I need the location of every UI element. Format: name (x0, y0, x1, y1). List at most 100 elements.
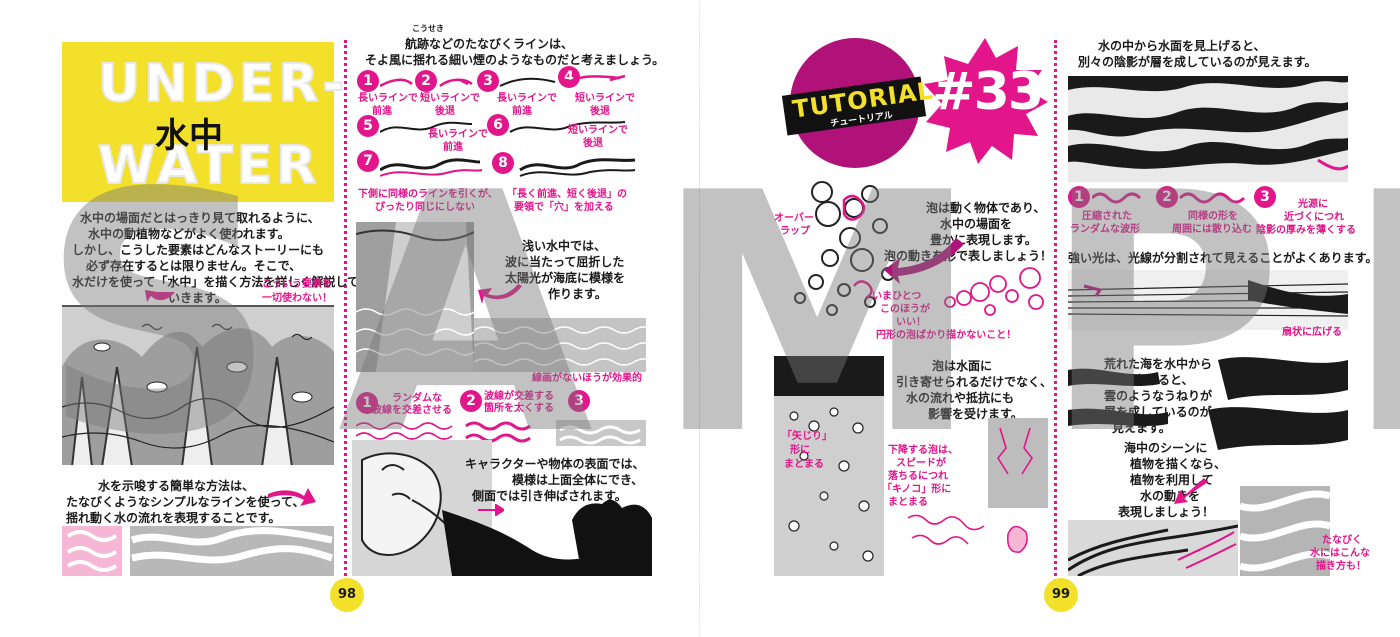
fan-note: 扇状に広げる (1282, 327, 1342, 338)
surface-line-1: 泡は水面に (932, 359, 993, 373)
bottom-line-1: 水を示唆する簡単な方法は、 (98, 479, 255, 493)
step-2-badge: 2 (415, 70, 437, 92)
look-step-swatches (1092, 192, 1246, 204)
bottom-line-2: たなびくようなシンプルなラインを使って、 (66, 495, 305, 509)
rough-sea-panel (1068, 350, 1348, 470)
pattern-1-line-1: ランダムな (392, 393, 442, 404)
shallow-line-1: 浅い水中では、 (522, 239, 607, 253)
look-step-3-line-3: 陰影の厚みを薄くする (1256, 225, 1356, 236)
title-en-line-1: UNDER- (97, 53, 349, 115)
bottom-line-3: 揺れ動く水の流れを表現することです。 (66, 511, 281, 525)
plants-line-3: 植物を利用して (1130, 473, 1214, 487)
body-line-5: 水だけを使って「水中」を描く方法を詳しく解説して (72, 275, 360, 289)
pattern-swatches (356, 420, 646, 448)
plants-line-1: 海中のシーンに (1124, 441, 1208, 455)
look-step-1-line-1: 圧縮された (1082, 211, 1132, 222)
shallow-line-3: 太陽光が海底に模様を (505, 271, 626, 285)
yajirushi-1: 「矢じり」 (782, 431, 832, 442)
look-step-1-line-2: ランダムな波形 (1070, 224, 1140, 235)
step-6-label-2: 後退 (583, 138, 603, 149)
step-1-label-2: 前進 (372, 106, 392, 117)
bubble-cluster (794, 181, 964, 316)
step-1-badge: 1 (357, 70, 379, 92)
intro-line-1: 航跡などのたなびくラインは、 (405, 37, 574, 51)
title-en-line-2: WATER (97, 135, 321, 197)
step-6-badge: 6 (487, 114, 509, 136)
plants-line-5: 表現しましょう！ (1118, 505, 1215, 519)
rough-line-4: 層を成しているのが (1104, 405, 1212, 419)
arrow-icon-right (268, 488, 316, 506)
shallow-line-2: 波に当たって屈折した (505, 255, 625, 269)
char-line-1: キャラクターや物体の表面では、 (465, 457, 645, 471)
body-line-3: しかし、こうした要素はどんなストーリーにも (72, 243, 325, 257)
better-line-3: いい！ (896, 317, 926, 328)
overlap-line-1: オーバー (774, 213, 814, 224)
look-step-3-line-2: 近づくにつれ (1284, 212, 1344, 223)
step-5-label-1: 長いラインで (428, 129, 488, 140)
step-1-label-1: 長いラインで (358, 93, 418, 104)
step-6-label-1: 短いラインで (568, 125, 628, 136)
char-line-2: 模様は上面全体にでき、 (512, 473, 644, 487)
kinoko-1: 下降する泡は、 (888, 445, 958, 456)
ruby: こうせき (412, 24, 444, 33)
body-line-2: 水中の動植物などがよく使われます。 (88, 227, 290, 241)
step-2-label-1: 短いラインで (420, 93, 480, 104)
body-line-1: 水中の場面だとはっきり見て取れるように、 (80, 211, 320, 225)
sway-line-3: 描き方も！ (1316, 561, 1366, 572)
look-step-1-badge: 1 (1068, 186, 1090, 208)
plants-panel (1068, 520, 1238, 576)
surface-line-4: 影響を受けます。 (928, 407, 1023, 421)
plants-line-2: 植物を描くなら、 (1130, 457, 1227, 471)
better-line-1: いまひとつ (872, 291, 922, 302)
look-up-line-1: 水の中から水面を見上げると、 (1098, 39, 1266, 53)
look-step-3-badge: 3 (1254, 186, 1276, 208)
bubbles-line-4: 泡の動きを形で表しましょう！ (884, 249, 1053, 263)
look-up-line-2: 別々の陰影が層を成しているのが見えます。 (1078, 55, 1317, 69)
step-5-label-2: 前進 (443, 142, 463, 153)
look-step-3-line-1: 光源に (1298, 199, 1328, 210)
number-burst (924, 38, 1048, 164)
steps-5-6-strokes (380, 121, 626, 133)
note-elements-2: 一切使わない！ (262, 293, 332, 304)
better-line-2: このほうが (880, 304, 930, 315)
intro-line-2: そよ風に揺れる細い煙のようなものだと考えましょう。 (365, 53, 665, 67)
yajirushi-3: まとまる (784, 459, 824, 470)
pattern-3-badge: 3 (568, 390, 590, 412)
water-strip (62, 526, 334, 576)
column-divider (344, 40, 347, 600)
pattern-2-line-2: 箇所を太くする (484, 403, 554, 414)
char-line-3: 側面では引き伸ばされます。 (472, 489, 627, 503)
bubbles-line-1: 泡は動く物体であり、 (926, 201, 1046, 215)
steps-1-4-strokes (380, 74, 626, 88)
kinoko-5: まとまる (888, 497, 928, 508)
look-step-2-badge: 2 (1156, 186, 1178, 208)
step-8-badge: 8 (492, 152, 514, 174)
look-step-2-line-2: 周囲には散り込む (1172, 224, 1252, 235)
surface-from-below-panel (1068, 76, 1348, 182)
rough-line-5: 見えます。 (1112, 421, 1171, 435)
tip-7-line-2: ぴったり同じにしない (375, 202, 475, 213)
small-arrow-icon (478, 504, 504, 516)
step-2-label-2: 後退 (435, 106, 455, 117)
step-3-label-2: 前進 (512, 106, 532, 117)
body-line-4: 必ず存在するとは限りません。そこで、 (86, 259, 302, 273)
pattern-1-badge: 1 (356, 392, 378, 414)
kinoko-3: 落ちるにつれ (888, 471, 948, 482)
pattern-2-badge: 2 (460, 390, 482, 412)
sway-line-2: 水にはこんな (1310, 548, 1370, 559)
look-step-2-line-1: 同様の形を (1188, 211, 1238, 222)
descending-bubbles (907, 418, 1048, 553)
shallow-line-4: 作ります。 (548, 287, 607, 301)
step-5-badge: 5 (357, 115, 379, 137)
step-4-badge: 4 (558, 66, 580, 88)
kinoko-2: スピードが (896, 458, 946, 469)
pattern-2-line-1: 波線が交差する (484, 391, 554, 402)
tip-7-line-1: 下側に同様のラインを引くが、 (358, 189, 498, 200)
rough-line-3: 雲のようなうねりが (1104, 389, 1213, 403)
surface-line-2: 引き寄せられるだけでなく、 (896, 375, 1053, 389)
better-line-4: 円形の泡ばかり描かないこと！ (876, 330, 1017, 341)
overlap-line-2: ラップ (780, 226, 810, 237)
step-3-label-1: 長いラインで (497, 93, 557, 104)
kinoko-4: 「キノコ」形に (882, 484, 952, 495)
title-block (62, 42, 334, 202)
